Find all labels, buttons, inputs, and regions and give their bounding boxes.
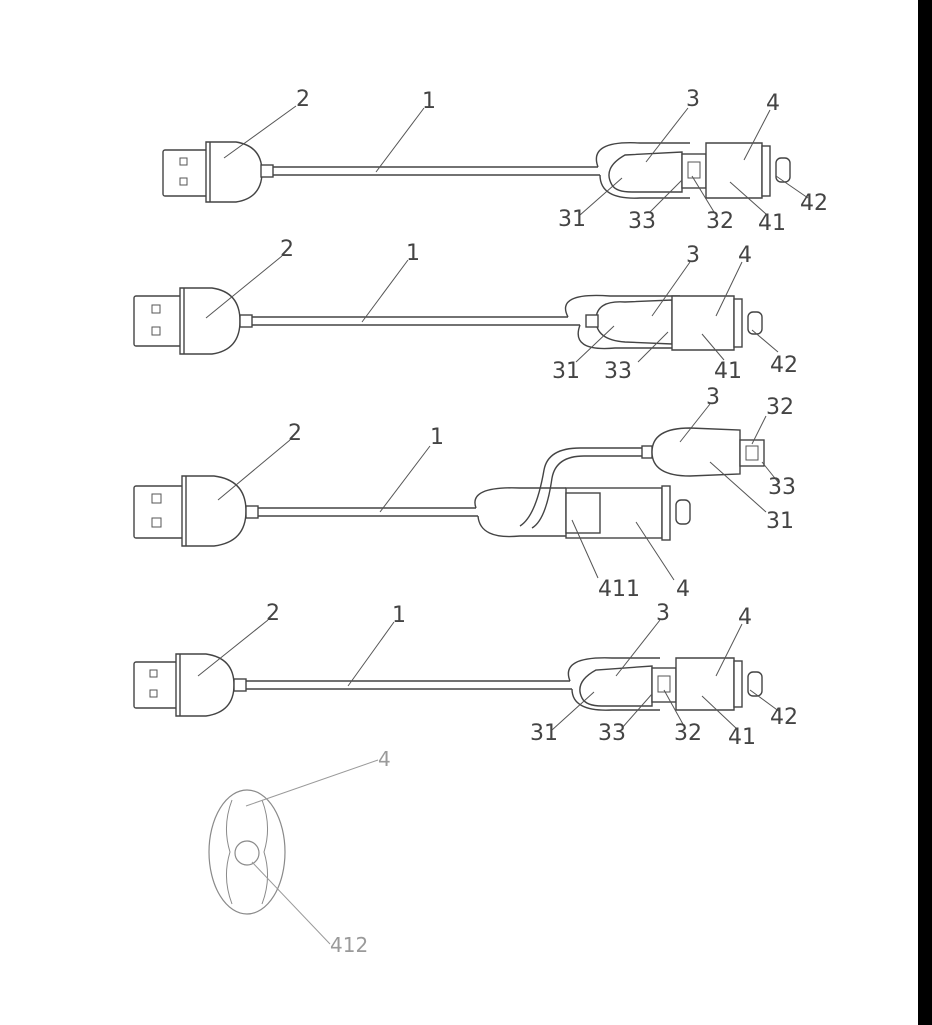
ref-label: 32 — [766, 395, 794, 420]
ref-label: 2 — [288, 421, 302, 446]
ref-label: 42 — [770, 705, 798, 730]
lightning-tip — [675, 499, 691, 525]
figure-1: 2 1 3 4 31 33 32 41 42 — [162, 87, 828, 236]
page-edge-bar — [918, 0, 932, 1025]
ref-label: 32 — [674, 721, 702, 746]
ref-label: 3 — [686, 87, 700, 112]
usb-housing — [181, 475, 247, 547]
ref-label: 1 — [392, 603, 406, 628]
ref-label: 31 — [530, 721, 558, 746]
ref-label: 1 — [422, 89, 436, 114]
figure-2: 2 1 3 4 31 33 41 42 — [133, 237, 798, 384]
lightning-tip — [747, 311, 763, 335]
ref-label: 33 — [604, 359, 632, 384]
lightning-tip — [747, 671, 763, 697]
ref-label: 41 — [728, 725, 756, 750]
ref-label: 42 — [770, 353, 798, 378]
usb-plug — [133, 661, 179, 709]
usb-hole — [179, 157, 188, 166]
usb-hole — [179, 177, 188, 186]
ref-label: 31 — [766, 509, 794, 534]
ref-label: 32 — [706, 209, 734, 234]
ref-label: 3 — [656, 601, 670, 626]
ref-label: 41 — [758, 211, 786, 236]
ref-label: 4 — [766, 91, 780, 116]
figure-4: 2 1 3 4 31 33 32 41 42 — [133, 601, 798, 750]
ref-label: 1 — [430, 425, 444, 450]
connector-4 — [671, 295, 735, 351]
ref-label: 4 — [738, 243, 752, 268]
connector-3 — [595, 299, 673, 345]
ref-label: 4 — [676, 577, 690, 602]
connector-end-outline — [208, 789, 286, 915]
panel-411 — [565, 492, 601, 534]
usb-plug — [133, 295, 183, 347]
figure-3: 2 1 3 32 33 31 411 4 — [133, 385, 796, 602]
micro-usb-port — [651, 667, 677, 703]
connector-3 — [651, 427, 741, 477]
micro-usb-port — [739, 439, 765, 467]
connector-4 — [705, 142, 763, 199]
ref-label: 4 — [738, 605, 752, 630]
ref-label: 2 — [266, 601, 280, 626]
connector-4 — [675, 657, 735, 711]
usb-housing — [175, 653, 235, 717]
connector-3 — [608, 151, 683, 193]
center-hole-412 — [234, 840, 260, 866]
ref-label: 42 — [800, 191, 828, 216]
ref-label: 31 — [558, 207, 586, 232]
ref-label: 31 — [552, 359, 580, 384]
lightning-tip — [775, 157, 791, 183]
ref-label: 33 — [628, 209, 656, 234]
ref-label: 33 — [598, 721, 626, 746]
ref-label: 411 — [598, 577, 640, 602]
micro-usb-port — [681, 153, 707, 189]
ref-label: 4 — [378, 747, 391, 771]
ref-label: 33 — [768, 475, 796, 500]
usb-plug — [162, 149, 209, 197]
ref-label: 41 — [714, 359, 742, 384]
ref-label: 3 — [686, 243, 700, 268]
ref-label: 412 — [330, 933, 368, 957]
ref-label: 3 — [706, 385, 720, 410]
ref-label: 2 — [296, 87, 310, 112]
ref-label: 1 — [406, 241, 420, 266]
ref-label: 2 — [280, 237, 294, 262]
figure-5-end-view: 4 412 — [208, 747, 391, 957]
connector-3 — [579, 665, 653, 707]
strain-relief — [260, 164, 274, 178]
